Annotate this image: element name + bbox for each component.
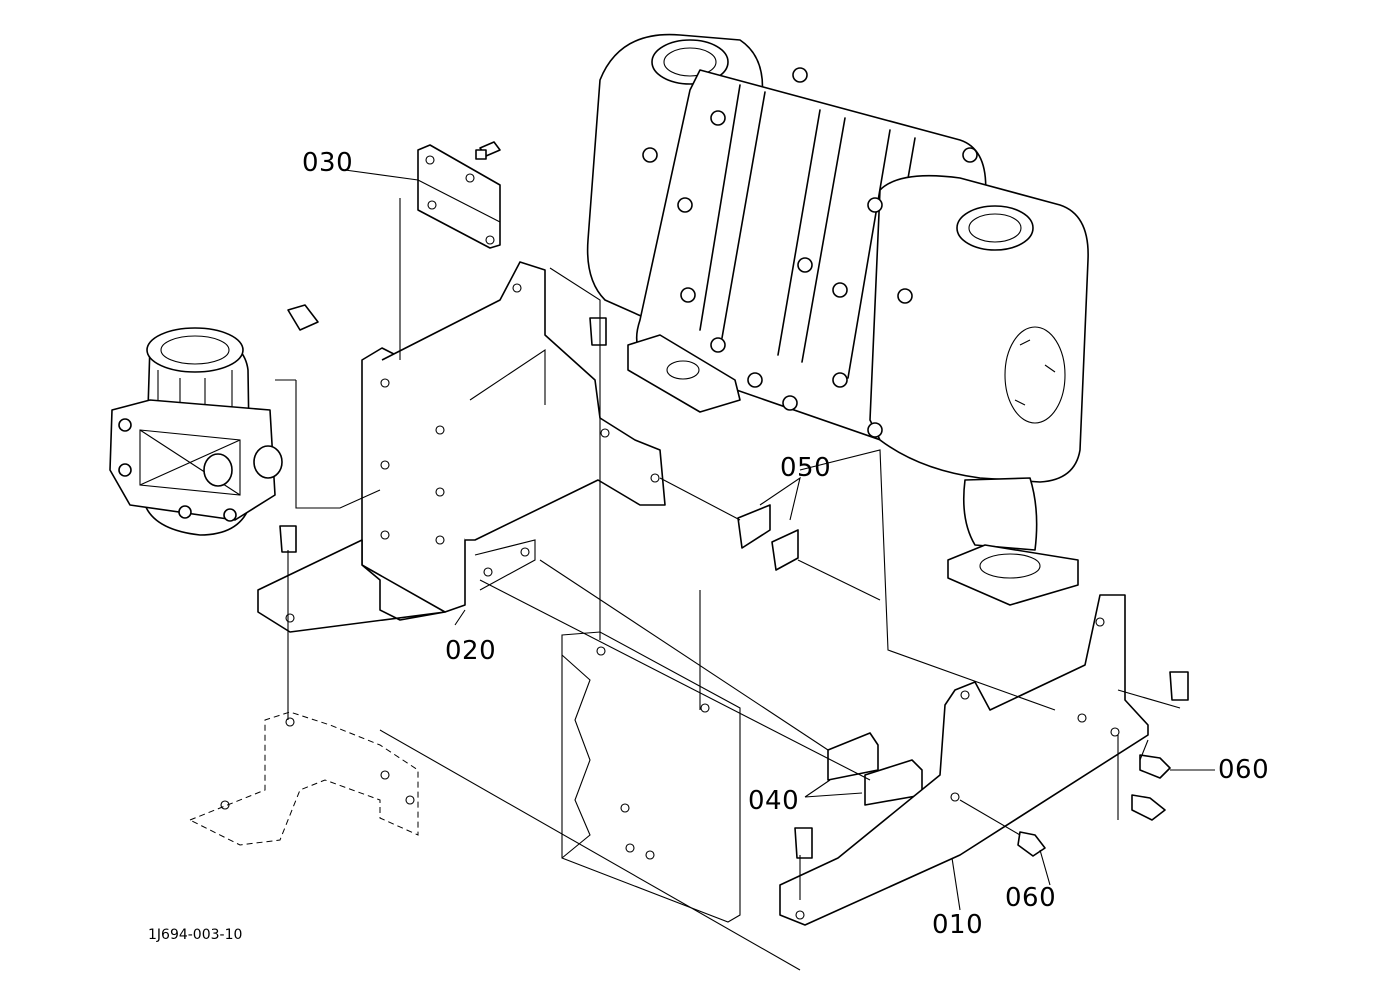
lower-left-bracket <box>188 711 419 846</box>
callout-010: 010 <box>932 910 984 940</box>
part-050-shims <box>737 504 799 571</box>
part-020-bracket <box>257 261 666 633</box>
callout-050: 050 <box>780 453 832 483</box>
exploded-view-lines <box>275 169 1215 971</box>
callout-060-upper: 060 <box>1218 755 1270 785</box>
part-040-shims <box>827 732 923 806</box>
callout-040: 040 <box>748 786 800 816</box>
part-030-plate <box>417 141 501 249</box>
valve-assembly <box>109 327 283 536</box>
callout-060-lower: 060 <box>1005 883 1057 913</box>
lower-mount-plate <box>561 631 741 923</box>
callout-020: 020 <box>445 636 497 666</box>
muffler-assembly <box>586 33 1089 606</box>
part-010-rail <box>779 594 1149 926</box>
callout-030: 030 <box>302 148 354 178</box>
document-id: 1J694-003-10 <box>148 927 243 943</box>
bolts-060 <box>794 671 1189 859</box>
